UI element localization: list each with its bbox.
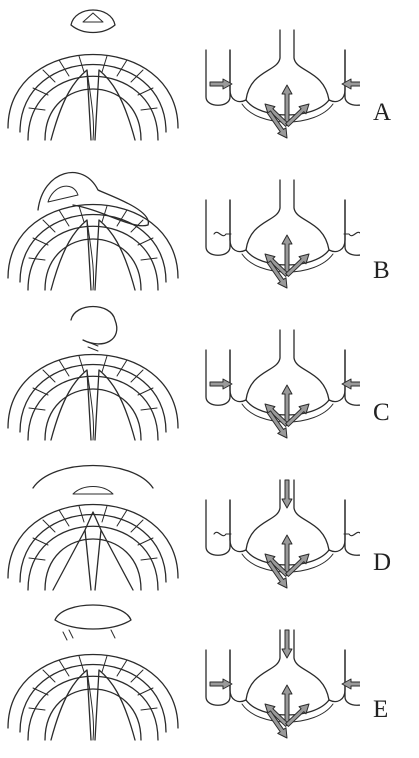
tooth-divider (102, 356, 107, 372)
coronal-section (206, 630, 360, 738)
tooth-divider (29, 408, 45, 410)
lateral-arrow-left (210, 379, 232, 389)
molar-left (206, 350, 230, 405)
coronal-section (206, 30, 360, 138)
panel-drawing (0, 300, 360, 450)
tooth-divider (79, 206, 84, 222)
coronal-section (206, 480, 360, 588)
ridge-right (329, 200, 345, 252)
ridge-left (230, 350, 246, 402)
coronal-section (206, 330, 360, 438)
tooth-row-inner (45, 539, 141, 590)
tooth-divider (141, 258, 157, 260)
tooth-divider (29, 558, 45, 560)
molar-left (206, 650, 230, 705)
tooth-row-outer (28, 376, 158, 440)
tooth-divider (33, 88, 48, 95)
palate-top-view (8, 307, 178, 441)
molar-left (206, 500, 230, 555)
palatal-shelf-right (95, 530, 133, 590)
ridge-left (230, 500, 246, 552)
lateral-arrow-left (210, 79, 232, 89)
molar-right (345, 200, 360, 255)
premaxilla (71, 307, 117, 344)
panel-label: C (373, 400, 390, 425)
tooth-divider (33, 538, 48, 545)
tooth-row-outer (28, 676, 158, 740)
palate-top-view (8, 173, 178, 290)
tooth-divider (141, 408, 157, 410)
vomer-flap (73, 487, 113, 495)
palate-top-view (8, 10, 178, 140)
tooth-divider (29, 258, 45, 260)
tooth-divider (33, 388, 48, 395)
tooth-row-outer (28, 226, 158, 290)
tooth-row-outer (28, 526, 158, 590)
tooth-divider (79, 56, 84, 72)
suture-marks (63, 630, 115, 640)
molar-right (345, 350, 360, 405)
molar-right (345, 650, 360, 705)
panel-c: C (0, 300, 419, 450)
lateral-arrow-left (210, 679, 232, 689)
panel-drawing (0, 450, 360, 600)
tooth-divider (138, 688, 153, 695)
tooth-divider (141, 108, 157, 110)
tooth-divider (138, 238, 153, 245)
molar-left (206, 50, 230, 105)
ridge-right (329, 50, 345, 102)
tooth-divider (29, 108, 45, 110)
tooth-divider (33, 238, 48, 245)
panel-label: D (373, 550, 391, 575)
tooth-divider (29, 708, 45, 710)
palatal-shelf-left (53, 530, 91, 590)
panel-drawing (0, 600, 360, 750)
tooth-divider (141, 558, 157, 560)
wavy-arrow-left (214, 532, 231, 535)
ridge-right (329, 500, 345, 552)
wavy-arrow-left (214, 232, 231, 235)
tooth-divider (102, 656, 107, 672)
ridge-right (329, 350, 345, 402)
tooth-divider (79, 356, 84, 372)
panel-e: E (0, 600, 419, 750)
tooth-divider (138, 388, 153, 395)
wavy-arrow-right (344, 532, 360, 535)
tooth-divider (141, 708, 157, 710)
premaxilla (55, 605, 131, 629)
tooth-divider (102, 506, 107, 522)
tooth-row-outer (28, 76, 158, 140)
panel-b: B (0, 150, 419, 300)
ridge-right (329, 650, 345, 702)
panel-drawing (0, 150, 360, 300)
displaced-premaxilla (38, 173, 148, 226)
tooth-divider (138, 538, 153, 545)
tooth-divider (79, 506, 84, 522)
molar-left (206, 200, 230, 255)
panel-label: A (373, 100, 391, 125)
ridge-left (230, 50, 246, 102)
tooth-divider (79, 656, 84, 672)
ridge-left (230, 650, 246, 702)
nasal-opening (48, 186, 78, 202)
tooth-divider (138, 88, 153, 95)
panel-a: A (0, 0, 419, 150)
palate-top-view (8, 605, 178, 740)
coronal-section (206, 180, 360, 288)
molar-right (345, 50, 360, 105)
panel-label: B (373, 258, 390, 283)
palate-top-view (8, 466, 178, 591)
nasal-triangle (83, 13, 103, 22)
wavy-arrow-right (344, 232, 360, 235)
premaxilla-arch (33, 466, 153, 489)
ridge-left (230, 200, 246, 252)
downward-arrow (282, 630, 292, 658)
tooth-divider (102, 56, 107, 72)
tooth-divider (33, 688, 48, 695)
panel-d: D (0, 450, 419, 600)
panel-drawing (0, 0, 360, 150)
downward-arrow (282, 480, 292, 508)
panel-label: E (373, 697, 388, 722)
molar-right (345, 500, 360, 555)
